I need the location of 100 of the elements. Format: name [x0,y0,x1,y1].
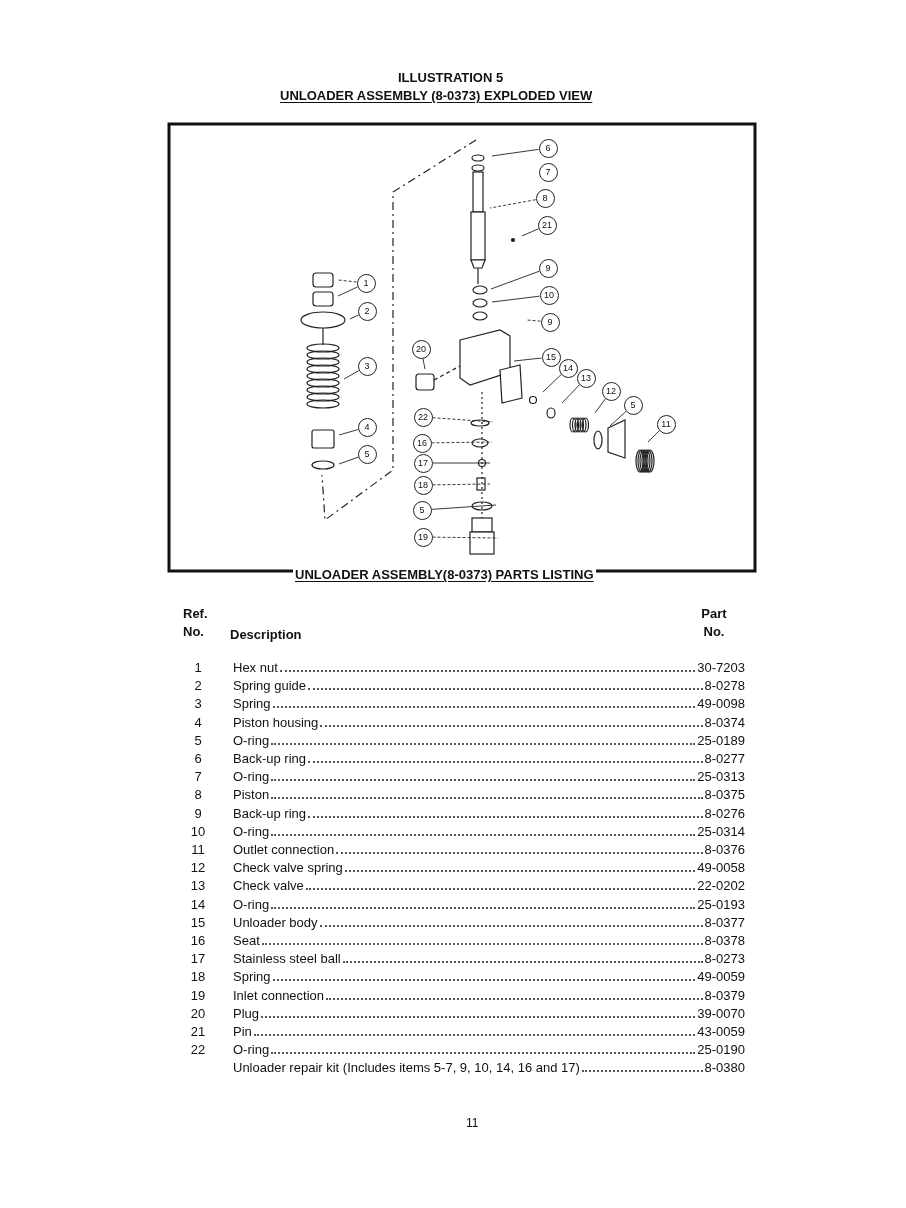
ref-number: 4 [193,714,203,730]
part-description: Outlet connection [233,842,335,857]
leader-line [422,357,426,370]
part-description: Unloader body [233,914,318,930]
ref-number: 8 [193,787,203,803]
part-description: Spring [233,696,271,712]
callout-number: 10 [539,285,559,305]
part-description: O-ring [233,896,270,912]
leader-line [561,384,580,404]
part-number: 25-0190 [697,1042,745,1058]
ref-number: 21 [189,1024,207,1039]
part-number: 8-0377 [704,914,745,930]
ref-number: 17 [189,951,207,967]
ref-number: 11 [190,842,206,857]
part-number: 43-0059 [697,1024,745,1039]
leader-line [431,441,493,444]
part-number: 8-0277 [704,751,745,766]
leader-line [489,199,537,209]
ref-number: 13 [189,878,207,894]
leader-line [432,462,491,464]
part-description: Spring guide [233,678,306,694]
callout-number: 15 [541,347,561,367]
ref-number: 16 [189,933,207,948]
callout-number: 12 [601,381,621,401]
part-description: Check valve spring [233,860,343,876]
callout-number: 14 [558,358,578,378]
leader-line [542,374,562,393]
ref-number: 2 [193,678,203,694]
ref-number: 6 [193,751,203,766]
ref-number: 18 [189,969,207,985]
callout-number: 11 [656,414,676,434]
column-header: Description [230,627,302,642]
part-number: 49-0058 [697,860,745,876]
part-number: 8-0379 [704,987,745,1003]
part-description: Spring [233,969,271,985]
leader-line [490,270,540,290]
ref-number: 12 [189,860,207,876]
part-description: Check valve [233,878,304,894]
ref-number: 19 [189,987,207,1003]
leader-line [337,279,357,283]
part-description: Stainless steel ball [233,951,341,967]
leader-line [432,417,494,423]
callout-number: 3 [357,356,377,376]
callout-number: 5 [412,500,432,520]
callout-number: 1 [356,273,376,293]
part-number: 8-0278 [704,678,745,694]
callout-number: 13 [576,368,596,388]
part-number: 22-0202 [697,878,745,894]
part-number: 25-0189 [697,732,745,748]
callout-number: 8 [535,188,555,208]
part-number: 8-0378 [704,933,745,948]
leader-line [594,398,606,414]
part-number: 8-0273 [704,951,745,967]
part-description: Pin [233,1024,252,1039]
ref-number: 20 [189,1005,207,1021]
part-description: Inlet connection [233,987,325,1003]
callout-number: 9 [540,312,560,332]
leader-line [343,370,360,380]
part-description: O-ring [233,732,270,748]
part-number: 25-0313 [697,769,745,785]
part-number: 25-0193 [697,896,745,912]
leader-line [513,357,542,362]
ref-number: 14 [189,896,207,912]
callout-number: 5 [623,395,643,415]
page-number: 11 [466,1116,479,1130]
ref-number: 9 [193,805,203,821]
ref-number: 10 [189,823,207,839]
part-description: Hex nut [233,660,278,675]
ref-number: 1 [193,660,203,675]
title: ILLUSTRATION 5 [398,70,504,85]
ref-number: 22 [189,1042,207,1058]
part-number: 8-0380 [704,1060,745,1076]
part-description: Plug [233,1005,260,1021]
part-number: 25-0314 [697,823,745,839]
callout-number: 17 [413,453,433,473]
part-description: O-ring [233,769,270,785]
callout-number: 2 [357,301,377,321]
leader-line [432,536,499,539]
part-description: Unloader repair kit (Includes items 5-7, 9, 10, 14, 16 and 17) [233,1060,580,1076]
callout-number: 16 [412,433,432,453]
part-number: 39-0070 [697,1005,745,1021]
ref-number: 5 [193,732,203,748]
ref-number: 3 [193,696,203,712]
leader-line [432,483,491,486]
callout-number: 18 [413,475,433,495]
leader-line [526,319,541,322]
part-description: Piston housing [233,714,319,730]
leader-line [338,429,359,436]
leader-line [337,286,358,297]
callout-number: 5 [357,444,377,464]
callout-number: 4 [357,417,377,437]
callout-number: 21 [537,215,557,235]
part-description: O-ring [233,1042,270,1058]
callout-number: 6 [538,138,558,158]
part-number: 8-0375 [704,787,745,803]
part-description: Seat [233,933,260,948]
part-number: 8-0376 [704,842,745,857]
leader-line [431,504,497,510]
leader-line [647,430,660,443]
heading: UNLOADER ASSEMBLY(8-0373) PARTS LISTING [293,567,596,582]
